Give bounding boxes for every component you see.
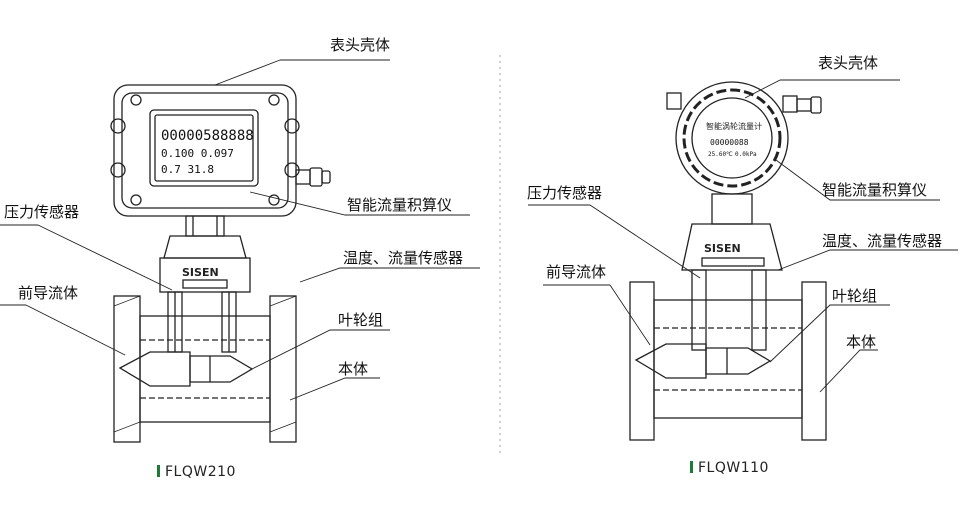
left-label-body: 本体	[338, 360, 369, 378]
right-caption-text: FLQW110	[698, 460, 769, 476]
right-label-temp-pressure: 温度、流量传感器	[822, 232, 943, 250]
right-display-pres: 0.0kPa	[735, 151, 757, 158]
right-label-pressure: 压力传感器	[527, 184, 603, 202]
left-label-temp-pressure: 温度、流量传感器	[343, 249, 464, 267]
right-label-totalizer: 智能流量积算仪	[822, 181, 928, 199]
right-label-impeller: 叶轮组	[832, 287, 878, 305]
right-display-temp: 25.60℃	[708, 151, 733, 158]
left-caption: FLQW210	[157, 463, 236, 481]
left-leaders	[0, 59, 480, 401]
left-label-pressure: 压力传感器	[4, 203, 80, 221]
left-caption-marker	[157, 465, 160, 477]
right-label-front-body: 前导流体	[546, 263, 607, 281]
right-meter: 智能涡轮流量计 00000088 25.60℃ 0.0kPa SISEN	[629, 81, 827, 441]
lcd-line1: 00000588888	[161, 128, 254, 144]
right-label-housing: 表头壳体	[818, 54, 879, 72]
left-label-housing: 表头壳体	[330, 36, 391, 54]
right-brand: SISEN	[704, 242, 741, 255]
left-label-front-body: 前导流体	[18, 284, 79, 302]
right-leaders	[528, 79, 958, 393]
left-label-impeller: 叶轮组	[338, 311, 384, 329]
left-meter: 00000588888 0.100 0.097 0.7 31.8 SISEN	[110, 84, 331, 443]
left-caption-text: FLQW210	[165, 464, 236, 480]
left-brand: SISEN	[182, 266, 219, 279]
lcd-line2: 0.100 0.097	[161, 147, 234, 160]
lcd-line3: 0.7 31.8	[161, 163, 214, 176]
right-display-total: 00000088	[710, 138, 749, 147]
right-label-body: 本体	[846, 333, 877, 351]
right-display-title: 智能涡轮流量计	[706, 121, 762, 131]
right-caption: FLQW110	[690, 459, 769, 477]
right-caption-marker	[690, 461, 693, 473]
left-label-totalizer: 智能流量积算仪	[347, 196, 453, 214]
